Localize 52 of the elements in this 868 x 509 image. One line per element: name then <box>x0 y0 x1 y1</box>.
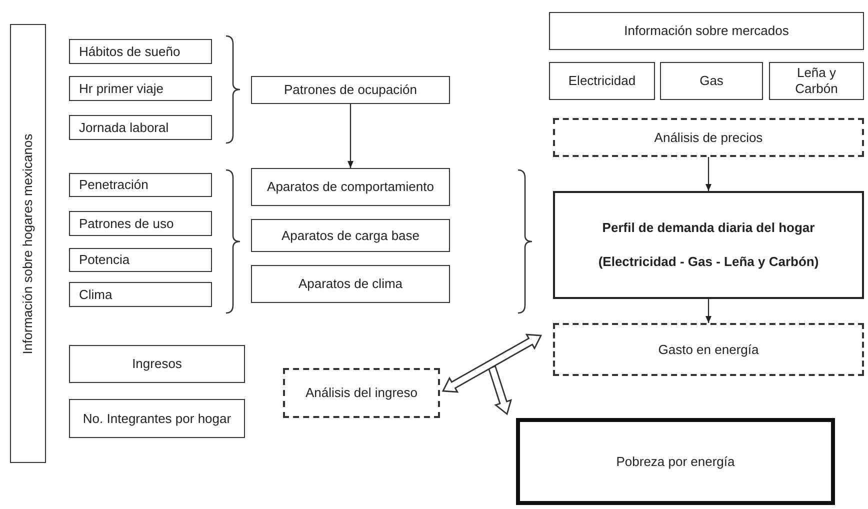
process-box <box>69 282 212 307</box>
box-label: Información sobre mercados <box>624 23 789 39</box>
hollow-arrow <box>442 334 542 393</box>
process-box <box>69 39 212 64</box>
process-box <box>553 191 864 299</box>
box-label: Penetración <box>79 177 148 193</box>
box-label: Clima <box>79 286 112 302</box>
arrow <box>348 104 354 168</box>
process-box <box>69 115 212 140</box>
process-box <box>660 62 763 100</box>
box-label: Patrones de ocupación <box>284 82 417 98</box>
box-label: Gasto en energía <box>658 342 759 358</box>
box-title: Perfil de demanda diaria del hogar <box>602 220 815 236</box>
box-label: Ingresos <box>132 356 182 372</box>
process-box <box>516 418 835 505</box>
box-label: Hr primer viaje <box>79 80 164 96</box>
box-label: Electricidad <box>568 73 636 89</box>
dashed-process-box <box>283 368 440 418</box>
box-label: Aparatos de clima <box>298 276 403 292</box>
process-box <box>69 211 212 236</box>
process-box <box>769 62 864 100</box>
box-label: Pobreza por energía <box>616 454 735 470</box>
process-box <box>549 62 655 100</box>
box-subtitle: (Electricidad - Gas - Leña y Carbón) <box>598 254 819 270</box>
box-label: Análisis de precios <box>654 130 763 146</box>
box-label: Hábitos de sueño <box>79 44 180 60</box>
box-label: Aparatos de carga base <box>281 228 420 244</box>
box-label: Aparatos de comportamiento <box>267 179 434 195</box>
box-label: Leña y Carbón <box>794 65 839 97</box>
box-label: No. Integrantes por hogar <box>82 410 232 426</box>
box-label: Gas <box>700 73 724 89</box>
process-box <box>69 173 212 197</box>
process-box <box>69 76 212 101</box>
dashed-process-box <box>553 118 864 157</box>
process-box <box>69 399 245 438</box>
box-label: Patrones de uso <box>79 216 174 232</box>
hollow-arrow <box>488 365 512 416</box>
dashed-process-box <box>553 323 864 376</box>
process-box <box>10 24 46 463</box>
process-box <box>251 265 450 303</box>
process-box <box>69 345 245 383</box>
box-label: Información sobre hogares mexicanos <box>20 133 36 354</box>
process-box <box>549 12 864 50</box>
process-box <box>69 248 212 272</box>
process-box <box>251 76 450 104</box>
process-box <box>251 219 450 252</box>
process-box <box>251 168 450 206</box>
arrow <box>706 157 712 191</box>
box-label: Análisis del ingreso <box>305 385 418 401</box>
arrow <box>706 299 712 323</box>
box-label: Jornada laboral <box>79 120 169 136</box>
box-label: Potencia <box>79 252 130 268</box>
